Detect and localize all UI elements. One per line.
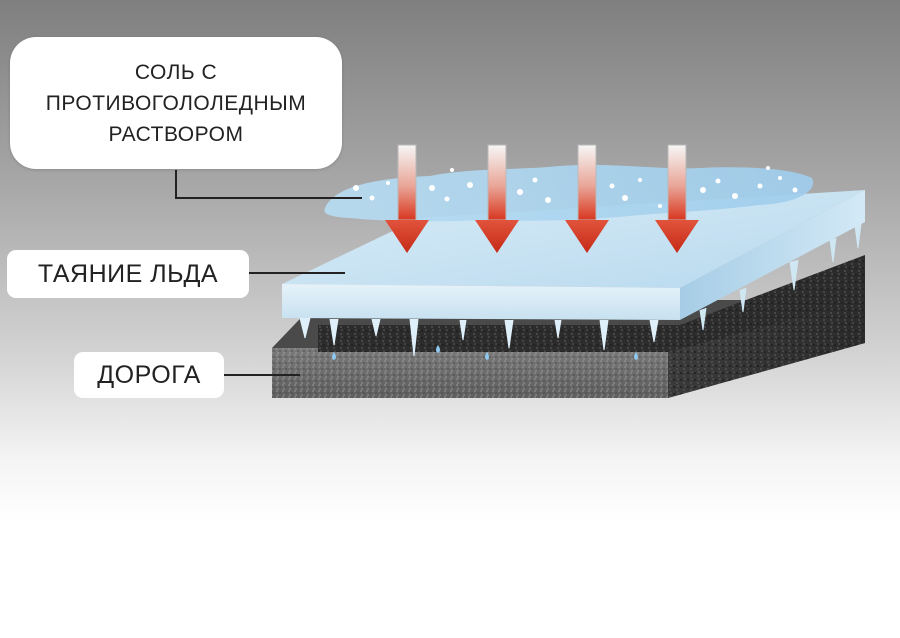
- salt-label-line-2: ПРОТИВОГОЛОЛЕДНЫМ: [45, 91, 307, 115]
- salt-label-line-3: РАСТВОРОМ: [108, 122, 244, 146]
- salt-solution: [324, 164, 814, 222]
- road-text: ДОРОГА: [97, 360, 201, 389]
- arrow-down-icon: [385, 144, 429, 253]
- salt-label-line-1: СОЛЬ С: [134, 60, 218, 84]
- arrow-down-icon: [655, 144, 699, 253]
- ice-melting-text: ТАЯНИЕ ЛЬДА: [37, 259, 219, 288]
- arrow-down-icon: [475, 144, 519, 253]
- ice-melting-label: ТАЯНИЕ ЛЬДА: [7, 250, 249, 298]
- arrow-down-icon: [565, 144, 609, 253]
- gravel-layer: [318, 255, 865, 352]
- road-label: ДОРОГА: [74, 352, 224, 398]
- ice-slab: [282, 190, 865, 357]
- leader-lines: [175, 170, 362, 376]
- water-drop-icon: [332, 345, 638, 360]
- salt-solution-label: СОЛЬ С ПРОТИВОГОЛОЛЕДНЫМ РАСТВОРОМ: [10, 37, 342, 169]
